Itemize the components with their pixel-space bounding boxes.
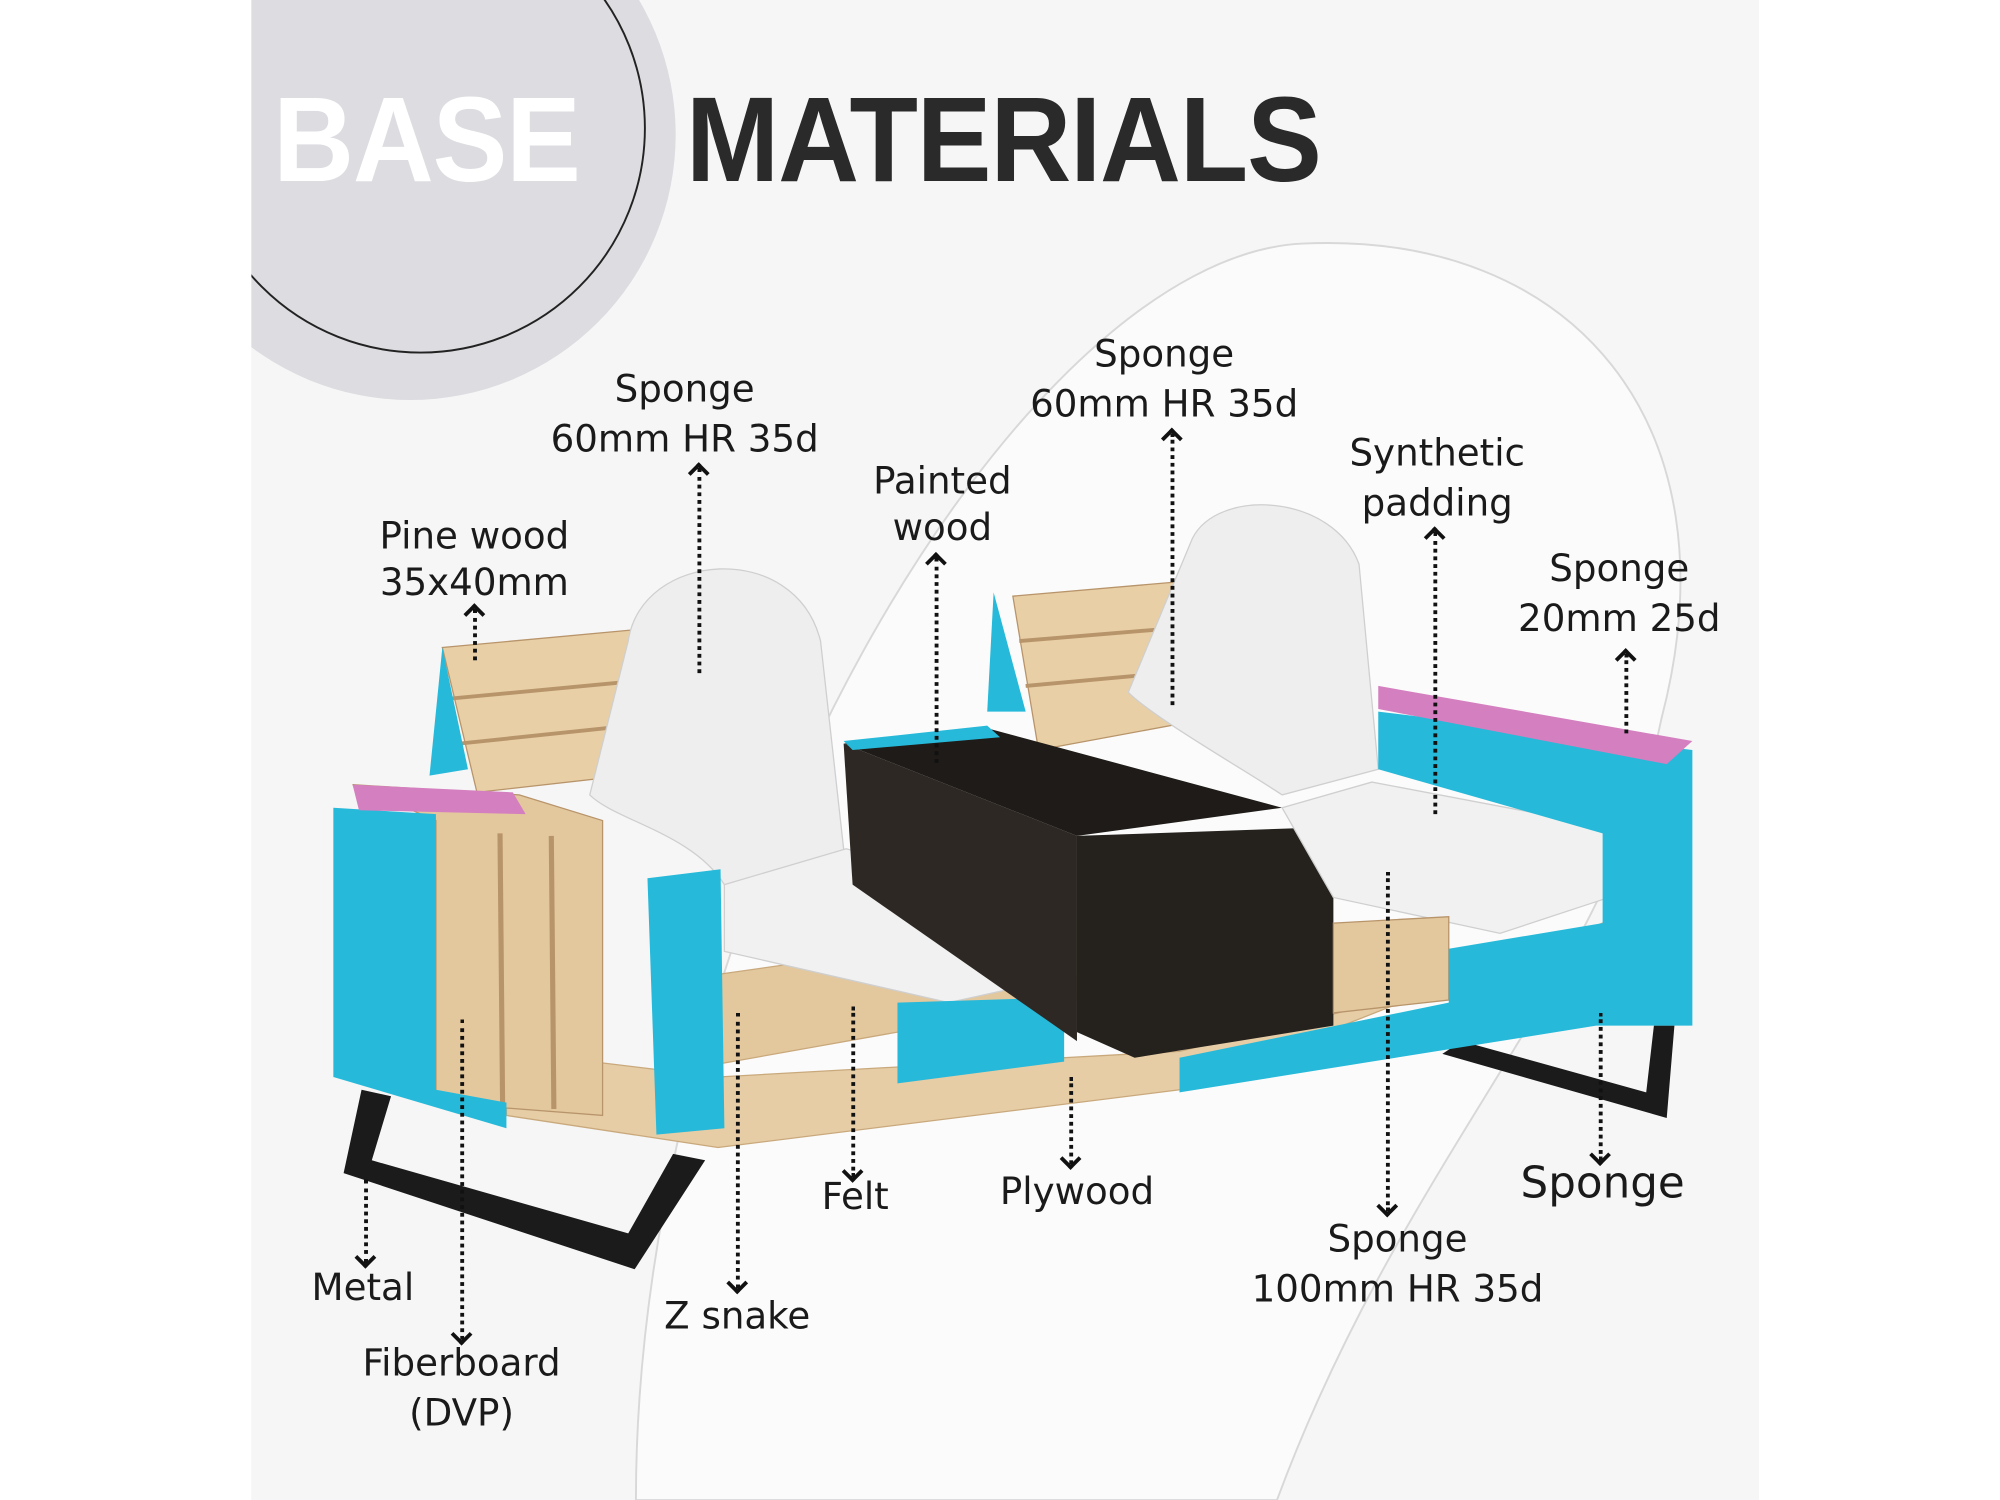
label-line: Painted (873, 458, 1012, 503)
arrow-z-snake (735, 1012, 740, 1289)
label-felt: Felt (821, 1174, 889, 1218)
label-line: 20mm 25d (1518, 596, 1721, 640)
left-back-sponge (429, 647, 468, 776)
arrow-plywood (1069, 1076, 1074, 1165)
label-line: 60mm HR 35d (1030, 382, 1299, 426)
label-line: Pine wood (379, 514, 570, 558)
right-back-sponge (987, 592, 1026, 712)
left-arm-sponge (333, 807, 507, 1129)
label-line: Sponge (1327, 1216, 1468, 1261)
left-arm-frame (352, 784, 604, 1117)
label-synthetic-padding: Synthetic padding (1349, 428, 1525, 528)
label-line: wood (892, 505, 993, 549)
label-line: Sponge (1094, 332, 1235, 376)
arrow-felt (851, 1006, 856, 1177)
left-back-cushion (589, 568, 847, 886)
arrow-fiberboard (460, 1019, 465, 1340)
decor-outline-circle (251, 0, 646, 354)
arrow-metal (364, 1179, 368, 1263)
painted-wood-front (1076, 826, 1334, 1058)
title-base: BASE (273, 71, 581, 207)
label-plywood: Plywood (999, 1169, 1155, 1213)
label-line: (DVP) (409, 1391, 514, 1435)
label-sponge-seat: Sponge 100mm HR 35d (1252, 1214, 1544, 1314)
label-sponge-side: Sponge (1520, 1157, 1685, 1210)
arrow-synthetic-padding (1433, 532, 1438, 815)
title-materials: MATERIALS (685, 71, 1322, 207)
arrow-sponge-left (697, 467, 702, 674)
label-fiberboard: Fiberboard (DVP) (362, 1339, 560, 1439)
painted-wood-side (843, 743, 1077, 1042)
right-metal-leg (1442, 1025, 1675, 1118)
label-line: 60mm HR 35d (550, 416, 819, 461)
label-painted-wood: Painted wood (873, 458, 1011, 550)
left-arm-pink-sponge (352, 784, 526, 815)
label-sponge-left: Sponge 60mm HR 35d (551, 364, 819, 464)
label-pine-wood: Pine wood 35x40mm (380, 513, 570, 605)
label-line: Sponge (1549, 546, 1690, 590)
arrow-sponge-seat (1385, 871, 1390, 1212)
arrow-sponge-right (1170, 433, 1175, 706)
right-arm-pink-sponge (1378, 685, 1693, 765)
arrow-sponge-side (1598, 1012, 1603, 1161)
left-under-sponge (897, 997, 1065, 1084)
label-line: 100mm HR 35d (1251, 1266, 1544, 1311)
label-line: padding (1361, 480, 1513, 525)
left-front-sponge (647, 869, 725, 1135)
label-sponge-right: Sponge 60mm HR 35d (1030, 329, 1298, 429)
arrow-sponge-arm (1624, 653, 1629, 734)
middle-top-sponge (843, 725, 1001, 751)
label-line: 35x40mm (379, 560, 569, 604)
label-sponge-arm: Sponge 20mm 25d (1518, 544, 1720, 644)
arrow-pine-wood (473, 608, 477, 661)
left-metal-leg (343, 1089, 706, 1270)
right-wood-frame (1332, 916, 1450, 1014)
label-line: Sponge (614, 366, 755, 411)
label-metal: Metal (311, 1265, 415, 1310)
label-line: Synthetic (1349, 430, 1526, 475)
painted-wood-top (843, 728, 1283, 836)
right-arm-sponge (1179, 711, 1693, 1093)
arrow-painted-wood (934, 557, 939, 763)
right-back-cushion (1127, 504, 1379, 796)
label-z-snake: Z snake (664, 1293, 811, 1338)
label-line: Fiberboard (362, 1341, 561, 1385)
decor-gray-circle (251, 0, 676, 400)
